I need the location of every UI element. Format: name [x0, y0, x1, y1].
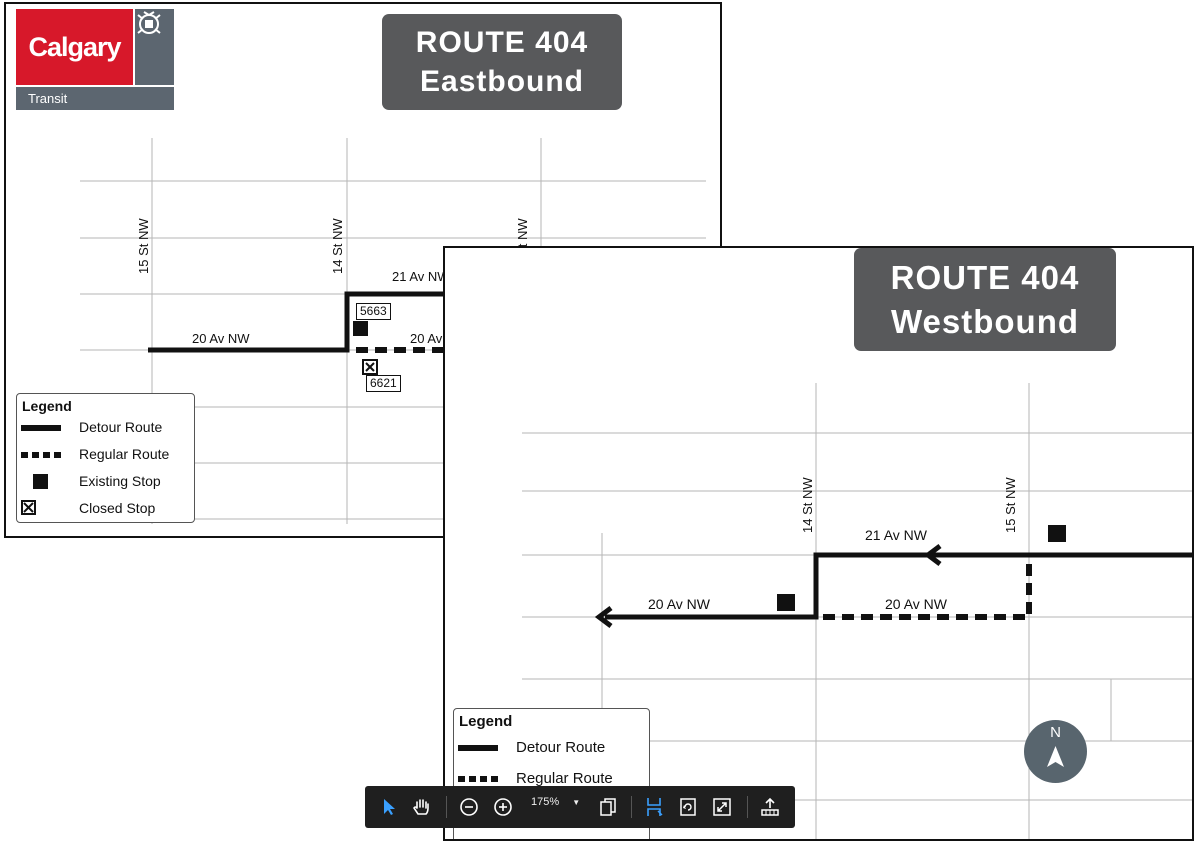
street-label-20-av-mid: 20 Av NW	[885, 596, 948, 612]
legend-item-existing-stop: Existing Stop	[17, 470, 194, 494]
zoom-level-value: 175%	[531, 796, 560, 808]
street-label-21-av: 21 Av NW	[392, 269, 450, 284]
legend-title: Legend	[22, 398, 72, 414]
detour-route-swatch	[21, 425, 61, 431]
existing-stop-icon	[33, 474, 48, 489]
legend-item-closed-stop: Closed Stop	[17, 497, 194, 521]
toolbar-separator	[631, 796, 632, 818]
chevron-down-icon: ▼	[572, 798, 581, 807]
zoom-level-select[interactable]: 175% ▼	[531, 796, 580, 808]
street-label-20-av-west: 20 Av NW	[192, 331, 250, 346]
rotate-icon	[680, 798, 696, 816]
route-number: ROUTE 404	[890, 258, 1080, 296]
page-view-icon	[600, 798, 616, 816]
detour-route-swatch	[458, 745, 498, 751]
route-number: ROUTE 404	[415, 26, 589, 59]
legend-label: Regular Route	[516, 770, 613, 787]
regular-route-line	[823, 555, 1032, 620]
select-tool-button[interactable]	[374, 792, 404, 822]
legend-item-regular: Regular Route	[17, 443, 194, 467]
pan-hand-icon	[413, 799, 429, 815]
toolbar-separator	[747, 796, 748, 818]
regular-route-swatch	[458, 776, 498, 782]
existing-stop-marker	[1048, 525, 1066, 542]
legend-item-detour: Detour Route	[454, 736, 649, 760]
download-button[interactable]	[755, 792, 785, 822]
rotate-button[interactable]	[673, 792, 703, 822]
legend-label: Regular Route	[79, 446, 170, 462]
closed-stop-icon	[21, 500, 36, 515]
direction-arrow-21av	[923, 544, 942, 566]
fullscreen-icon	[713, 798, 731, 816]
route-title-eastbound: ROUTE 404 Eastbound	[382, 14, 622, 110]
stop-label-existing: 5663	[356, 303, 391, 320]
stop-label-closed: 6621	[366, 375, 401, 392]
legend: Legend Detour Route Regular Route Existi…	[16, 393, 195, 523]
direction-arrow-20av	[594, 606, 613, 628]
toolbar-separator	[446, 796, 447, 818]
calgary-transit-logo: Calgary Transit	[16, 9, 174, 110]
route-direction: Westbound	[890, 302, 1080, 340]
legend-label: Detour Route	[516, 739, 606, 756]
legend-item-detour: Detour Route	[17, 416, 194, 440]
legend-title: Legend	[459, 713, 513, 730]
existing-stop-marker	[777, 594, 795, 611]
street-label-15-st: 15 St NW	[1003, 477, 1018, 533]
viewer-toolbar: 175% ▼	[365, 786, 795, 828]
select-icon	[384, 799, 395, 815]
north-label: N	[1050, 724, 1061, 741]
legend-label: Closed Stop	[79, 500, 156, 516]
detour-route-line	[605, 552, 1192, 620]
street-label-14-st: 14 St NW	[800, 477, 815, 533]
regular-route-swatch	[21, 452, 61, 458]
existing-stop-marker	[353, 321, 368, 336]
route-direction: Eastbound	[420, 65, 584, 98]
city-crest-icon	[135, 9, 174, 85]
fit-width-icon	[647, 798, 663, 816]
street-label-14-st: 14 St NW	[330, 218, 345, 274]
zoom-in-button[interactable]	[488, 792, 518, 822]
street-label-15-st: 15 St NW	[136, 218, 151, 274]
logo-subtitle: Transit	[16, 87, 174, 110]
route-title-westbound: ROUTE 404 Westbound	[854, 248, 1116, 351]
download-icon	[761, 797, 779, 816]
fullscreen-button[interactable]	[707, 792, 737, 822]
street-label-20-av-west: 20 Av NW	[648, 596, 711, 612]
pan-tool-button[interactable]	[406, 792, 436, 822]
legend-item-regular: Regular Route	[454, 767, 649, 791]
north-arrow-icon: N	[1024, 720, 1087, 783]
legend-label: Existing Stop	[79, 473, 161, 489]
zoom-in-icon	[494, 798, 512, 816]
street-label-21-av: 21 Av NW	[865, 527, 928, 543]
page-view-button[interactable]	[593, 792, 623, 822]
westbound-map-panel: 14 St NW 15 St NW 21 Av NW 20 Av NW 20 A…	[443, 246, 1194, 841]
closed-stop-marker	[362, 359, 378, 375]
logo-wordmark: Calgary	[16, 9, 133, 85]
fit-width-button[interactable]	[639, 792, 669, 822]
zoom-out-icon	[460, 798, 478, 816]
zoom-out-button[interactable]	[454, 792, 484, 822]
legend-label: Detour Route	[79, 419, 163, 435]
